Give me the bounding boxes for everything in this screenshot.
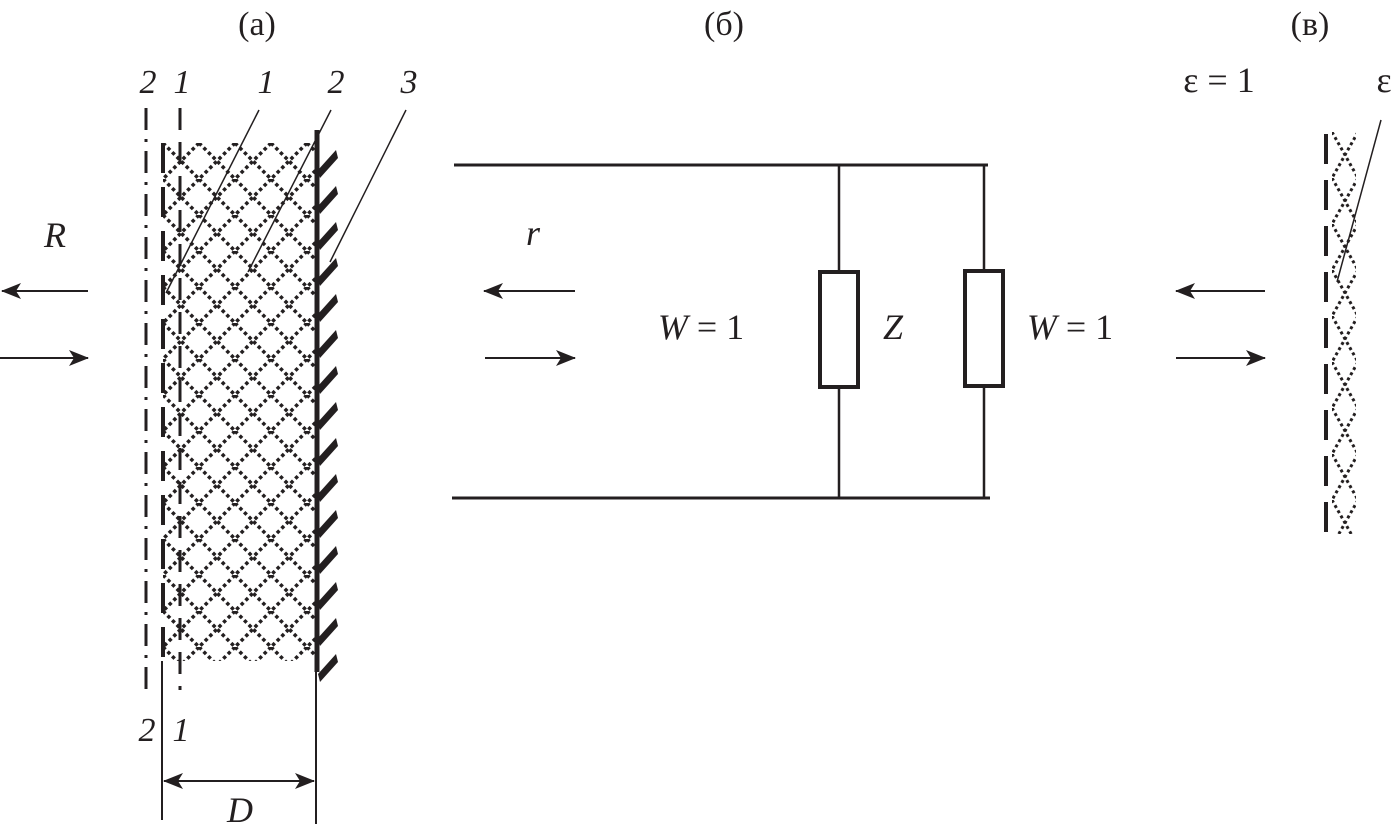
backing-hatch-mark [318,618,338,646]
backing-hatch-mark [318,330,338,358]
panel-b-label: (б) [704,6,744,43]
reflection-r-label: r [526,213,541,253]
backing-hatch-mark [318,222,338,250]
backing-hatch-mark [318,258,338,286]
backing-hatch-mark [318,294,338,322]
panel-b: (б) Z W = 1 W = 1 r [452,6,1113,500]
layer-label-1-left: 1 [174,64,191,101]
layer-label-2-pointer: 2 [328,64,345,101]
leader-line-2 [247,109,332,273]
backing-hatch-mark [318,582,338,610]
reflection-coefficient-label: R [43,215,66,255]
panel-c: (в) ε = 1 ε [1175,6,1392,534]
termination-impedance [963,269,1005,388]
layer-label-3-pointer: 3 [400,64,418,101]
thickness-label: D [226,790,253,830]
leader-line-3 [329,109,407,263]
panel-a-label: (а) [238,6,276,43]
backing-hatch-mark [318,654,338,682]
leader-line-epsilon [1336,119,1382,283]
panel-c-label: (в) [1291,6,1330,43]
termination-impedance-label: W = 1 [1027,307,1113,347]
line-impedance-label: W = 1 [658,307,744,347]
layer-label-2-bottom: 2 [139,712,156,749]
layer-label-1-pointer: 1 [258,64,275,101]
backing-hatch-mark [318,510,338,538]
load-impedance-label: Z [883,307,904,347]
thin-dielectric-layer [1332,132,1356,534]
termination-value: = 1 [1057,307,1113,347]
backing-hatch-mark [318,186,338,214]
dielectric-layer [163,143,316,661]
backing-hatch-mark [318,438,338,466]
metal-backing-hatch [318,150,338,682]
line-impedance-w-glyph: W [658,307,691,347]
layer-label-1-bottom: 1 [173,712,190,749]
layer-permittivity-label: ε [1376,60,1391,100]
line-impedance-value: = 1 [688,307,744,347]
termination-w-glyph: W [1027,307,1060,347]
panel-a: (а) 2 1 1 2 3 R 2 1 D [0,6,418,830]
backing-hatch-mark [318,402,338,430]
backing-hatch-mark [318,366,338,394]
leader-line-1 [165,109,260,294]
vacuum-permittivity-label: ε = 1 [1183,60,1254,100]
backing-hatch-mark [318,150,338,178]
backing-hatch-mark [318,546,338,574]
load-impedance-z [818,270,860,389]
layer-label-2-left: 2 [140,64,157,101]
backing-hatch-mark [318,474,338,502]
